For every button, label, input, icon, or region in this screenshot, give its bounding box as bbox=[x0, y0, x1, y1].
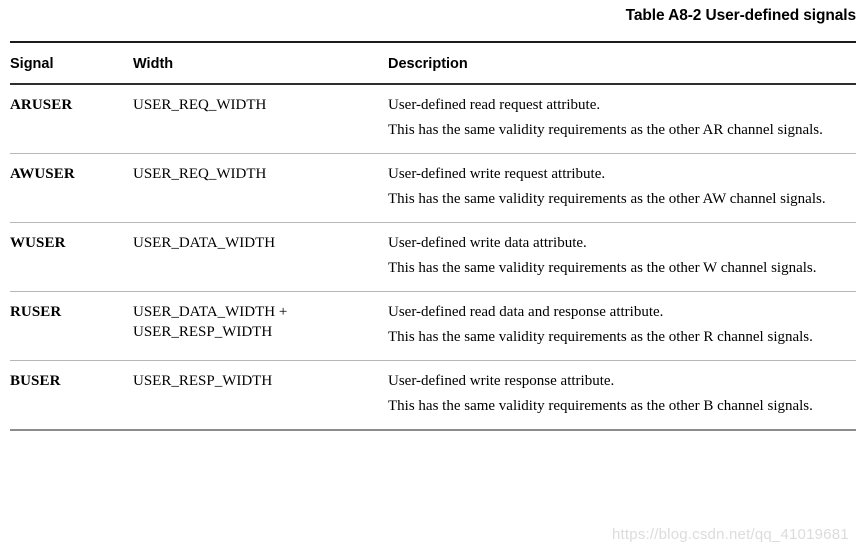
description-line: This has the same validity requirements … bbox=[388, 191, 826, 207]
cell-signal-description: User-defined read request attribute. Thi… bbox=[388, 84, 856, 154]
description-line: User-defined write data attribute. bbox=[388, 235, 587, 251]
width-line: USER_DATA_WIDTH bbox=[133, 235, 276, 251]
width-line: USER_RESP_WIDTH bbox=[133, 324, 273, 340]
table-row: AWUSER USER_REQ_WIDTH User-defined write… bbox=[10, 153, 856, 223]
cell-signal-width: USER_REQ_WIDTH bbox=[133, 153, 388, 223]
cell-signal-width: USER_RESP_WIDTH bbox=[133, 360, 388, 431]
width-line: USER_REQ_WIDTH bbox=[133, 97, 267, 113]
table-body: ARUSER USER_REQ_WIDTH User-defined read … bbox=[10, 84, 856, 431]
cell-signal-width: USER_DATA_WIDTH + USER_RESP_WIDTH bbox=[133, 291, 388, 361]
description-line: This has the same validity requirements … bbox=[388, 260, 817, 276]
cell-signal-description: User-defined read data and response attr… bbox=[388, 291, 856, 361]
column-header-signal: Signal bbox=[10, 41, 133, 85]
description-line: This has the same validity requirements … bbox=[388, 329, 813, 345]
description-line: User-defined read request attribute. bbox=[388, 97, 601, 113]
cell-signal-width: USER_REQ_WIDTH bbox=[133, 84, 388, 154]
cell-signal-description: User-defined write request attribute. Th… bbox=[388, 153, 856, 223]
description-line: User-defined write request attribute. bbox=[388, 166, 606, 182]
table-row: BUSER USER_RESP_WIDTH User-defined write… bbox=[10, 360, 856, 431]
width-line: USER_REQ_WIDTH bbox=[133, 166, 267, 182]
column-header-width: Width bbox=[133, 41, 388, 85]
description-line: User-defined write response attribute. bbox=[388, 373, 615, 389]
cell-signal-name: WUSER bbox=[10, 222, 133, 292]
width-line: USER_DATA_WIDTH + bbox=[133, 304, 288, 320]
width-line: USER_RESP_WIDTH bbox=[133, 373, 273, 389]
column-header-description: Description bbox=[388, 41, 856, 85]
cell-signal-width: USER_DATA_WIDTH bbox=[133, 222, 388, 292]
cell-signal-name: BUSER bbox=[10, 360, 133, 431]
description-line: This has the same validity requirements … bbox=[388, 122, 823, 138]
table-header: Signal Width Description bbox=[10, 41, 856, 85]
description-line: User-defined read data and response attr… bbox=[388, 304, 664, 320]
cell-signal-description: User-defined write data attribute. This … bbox=[388, 222, 856, 292]
watermark-text: https://blog.csdn.net/qq_41019681 bbox=[612, 526, 849, 543]
table-row: ARUSER USER_REQ_WIDTH User-defined read … bbox=[10, 84, 856, 154]
table-row: RUSER USER_DATA_WIDTH + USER_RESP_WIDTH … bbox=[10, 291, 856, 361]
description-line: This has the same validity requirements … bbox=[388, 398, 813, 414]
table-caption: Table A8-2 User-defined signals bbox=[625, 7, 856, 24]
table-row: WUSER USER_DATA_WIDTH User-defined write… bbox=[10, 222, 856, 292]
user-defined-signals-table: Signal Width Description ARUSER USER_REQ… bbox=[10, 41, 856, 431]
cell-signal-name: ARUSER bbox=[10, 84, 133, 154]
cell-signal-name: AWUSER bbox=[10, 153, 133, 223]
cell-signal-description: User-defined write response attribute. T… bbox=[388, 360, 856, 431]
table-header-row: Signal Width Description bbox=[10, 41, 856, 85]
cell-signal-name: RUSER bbox=[10, 291, 133, 361]
